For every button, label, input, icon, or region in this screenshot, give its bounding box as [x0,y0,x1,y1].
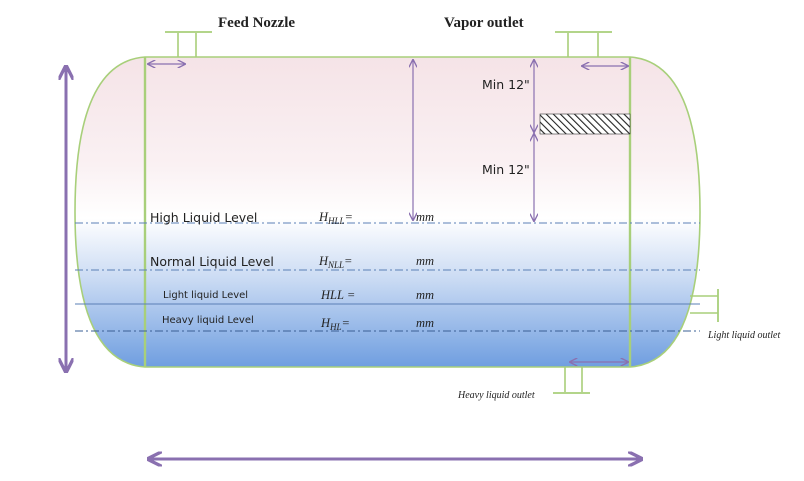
nll-symbol: H [319,254,329,268]
nll-unit: mm [416,254,435,268]
light-level-unit: mm [416,288,435,302]
light-level-formula: HLL = [321,288,356,302]
light-liquid-level-label: Light liquid Level [163,290,249,301]
mist-eliminator-hatch [539,113,631,135]
hll-equals: = [344,210,353,224]
hll-formula: HHLL= [319,210,353,226]
nll-formula: HNLL= [319,254,353,270]
min-clearance-upper-label: Min 12" [482,77,530,92]
normal-liquid-level-label: Normal Liquid Level [150,254,274,269]
heavy-liquid-outlet-label: Heavy liquid outlet [458,390,535,401]
heavy-liquid-level-label: Heavy liquid Level [162,315,254,326]
feed-nozzle-shape [165,31,212,57]
hl-unit: mm [416,316,435,330]
nll-equals: = [344,254,353,268]
hl-subscript: HL [330,322,342,332]
vapor-nozzle-shape [555,31,612,57]
vapor-outlet-label: Vapor outlet [444,15,524,31]
light-outlet-nozzle-shape [690,289,719,322]
hll-unit: mm [416,210,435,224]
nll-subscript: NLL [328,260,345,270]
hl-symbol: H [321,316,331,330]
hl-formula: HHL= [321,316,350,332]
high-liquid-level-label: High Liquid Level [150,210,258,225]
heavy-outlet-nozzle-shape [553,367,590,394]
hl-equals: = [341,316,350,330]
hll-symbol: H [319,210,329,224]
light-liquid-outlet-label: Light liquid outlet [708,330,781,341]
feed-nozzle-label: Feed Nozzle [218,15,296,31]
hll-subscript: HLL [328,216,345,226]
min-clearance-lower-label: Min 12" [482,162,530,177]
